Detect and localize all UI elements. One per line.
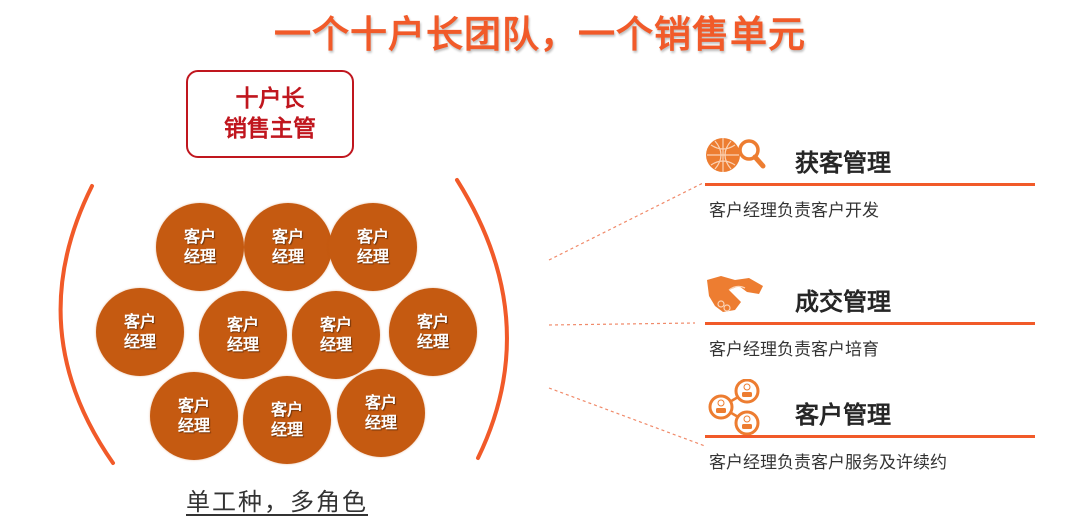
connector-line-3 <box>548 387 706 447</box>
member-label-line2: 经理 <box>270 420 303 439</box>
section-deal: 成交管理 客户经理负责客户培育 <box>705 272 1035 360</box>
leader-line1: 十户长 <box>235 86 305 112</box>
member-circle: 客户 经理 <box>389 288 477 376</box>
member-circle: 客户 经理 <box>156 203 244 291</box>
member-label-line1: 客户 <box>226 315 259 334</box>
customer-network-icon <box>708 379 760 435</box>
member-label-line2: 经理 <box>319 335 352 354</box>
handshake-icon <box>707 276 763 312</box>
section-description: 客户经理负责客户开发 <box>709 201 879 221</box>
member-label-line1: 客户 <box>177 396 210 415</box>
member-label-line1: 客户 <box>356 227 389 246</box>
section-title: 成交管理 <box>795 288 891 316</box>
section-customer: 客户管理 客户经理负责客户服务及许续约 <box>705 379 1035 473</box>
section-description: 客户经理负责客户培育 <box>709 340 879 360</box>
member-circle: 客户 经理 <box>244 203 332 291</box>
member-label-line1: 客户 <box>123 312 156 331</box>
globe-search-icon <box>706 138 766 172</box>
connector-line-1 <box>548 182 704 261</box>
member-circle: 客户 经理 <box>337 369 425 457</box>
member-label-line2: 经理 <box>271 247 304 266</box>
section-description: 客户经理负责客户服务及许续约 <box>709 453 947 473</box>
section-acquisition: 获客管理 客户经理负责客户开发 <box>705 133 1035 221</box>
member-label-line2: 经理 <box>123 332 156 351</box>
member-label-line1: 客户 <box>319 315 352 334</box>
member-label-line2: 经理 <box>364 413 397 432</box>
member-circle: 客户 经理 <box>292 291 380 379</box>
section-title: 获客管理 <box>795 149 891 177</box>
member-label-line2: 经理 <box>356 247 389 266</box>
member-label-line1: 客户 <box>270 400 303 419</box>
section-divider <box>705 322 1035 325</box>
member-circle: 客户 经理 <box>96 288 184 376</box>
member-label-line1: 客户 <box>416 312 449 331</box>
page-title: 一个十户长团队，一个销售单元 <box>274 13 806 56</box>
member-circle: 客户 经理 <box>199 291 287 379</box>
leader-box: 十户长 销售主管 <box>186 70 354 158</box>
member-label-line1: 客户 <box>364 393 397 412</box>
section-divider <box>705 183 1035 186</box>
connector-line-2 <box>548 322 696 326</box>
member-circle: 客户 经理 <box>243 376 331 464</box>
right-bracket-arc <box>455 178 509 460</box>
left-bracket-arc <box>58 184 115 465</box>
member-circle: 客户 经理 <box>150 372 238 460</box>
member-circle: 客户 经理 <box>329 203 417 291</box>
member-label-line2: 经理 <box>183 247 216 266</box>
leader-line2: 销售主管 <box>224 116 316 142</box>
section-title: 客户管理 <box>795 401 891 429</box>
member-label-line2: 经理 <box>416 332 449 351</box>
member-label-line2: 经理 <box>226 335 259 354</box>
member-label-line2: 经理 <box>177 416 210 435</box>
member-label-line1: 客户 <box>183 227 216 246</box>
section-divider <box>705 435 1035 438</box>
member-label-line1: 客户 <box>271 227 304 246</box>
caption: 单工种，多角色 <box>186 488 368 516</box>
